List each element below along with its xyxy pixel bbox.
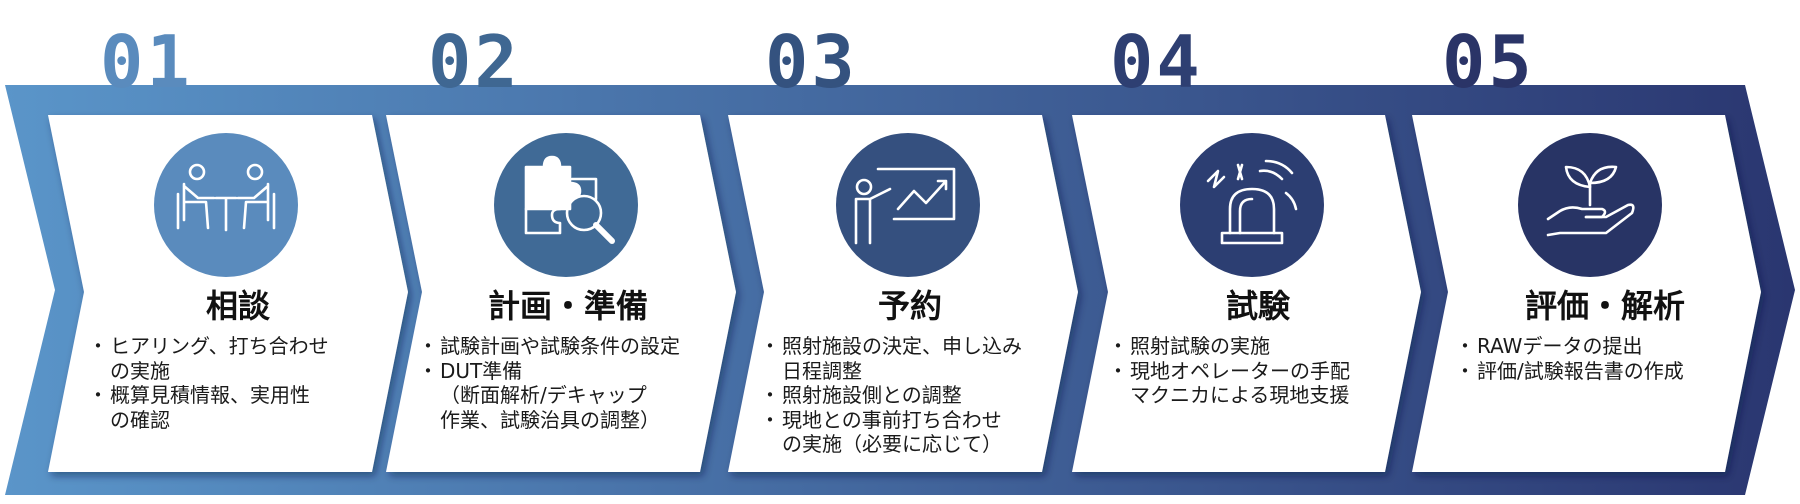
step-title: 試験 xyxy=(1225,287,1290,325)
step-bullets: ヒアリング、打ち合わせ の実施 概算見積情報、実用性 の確認 xyxy=(88,334,329,432)
bullet-item: 試験計画や試験条件の設定 xyxy=(418,334,680,359)
icon-circle xyxy=(1180,133,1324,277)
step-bullets: 照射施設の決定、申し込み 日程調整 照射施設側との調整 現地との事前打ち合わせ … xyxy=(760,334,1022,457)
bullet-item: 照射施設側との調整 xyxy=(760,383,1022,408)
alarm-light-icon xyxy=(1206,159,1298,245)
plant-hand-icon xyxy=(1546,165,1635,237)
bullet-item: 現地との事前打ち合わせ の実施（必要に応じて） xyxy=(760,408,1022,457)
bullet-item: ヒアリング、打ち合わせ の実施 xyxy=(88,334,329,383)
bullet-item: 現地オペレーターの手配 マクニカによる現地支援 xyxy=(1108,359,1350,408)
icon-circle xyxy=(836,133,980,277)
step-number: 05 xyxy=(1442,20,1535,104)
step-bullets: RAWデータの提出 評価/試験報告書の作成 xyxy=(1455,334,1684,383)
step-bullets: 照射試験の実施 現地オペレーターの手配 マクニカによる現地支援 xyxy=(1108,334,1350,408)
presentation-chart-icon xyxy=(854,167,956,245)
step-title: 評価・解析 xyxy=(1524,287,1685,325)
step-number: 02 xyxy=(428,20,521,104)
puzzle-magnifier-icon xyxy=(524,155,615,244)
bullet-item: RAWデータの提出 xyxy=(1455,334,1684,359)
step-title: 相談 xyxy=(205,287,270,325)
bullet-item: 概算見積情報、実用性 の確認 xyxy=(88,383,329,432)
bullet-item: DUT準備 （断面解析/デキャップ 作業、試験治具の調整） xyxy=(418,359,680,433)
step-title: 計画・準備 xyxy=(487,287,648,325)
step-number: 01 xyxy=(100,20,193,104)
step-title: 予約 xyxy=(877,287,942,325)
bullet-item: 照射施設の決定、申し込み 日程調整 xyxy=(760,334,1022,383)
bullet-item: 評価/試験報告書の作成 xyxy=(1455,359,1684,384)
bullet-item: 照射試験の実施 xyxy=(1108,334,1350,359)
step-bullets: 試験計画や試験条件の設定 DUT準備 （断面解析/デキャップ 作業、試験治具の調… xyxy=(418,334,680,432)
step-number: 03 xyxy=(765,20,858,104)
consultation-icon xyxy=(176,163,276,232)
step-number: 04 xyxy=(1110,20,1203,104)
